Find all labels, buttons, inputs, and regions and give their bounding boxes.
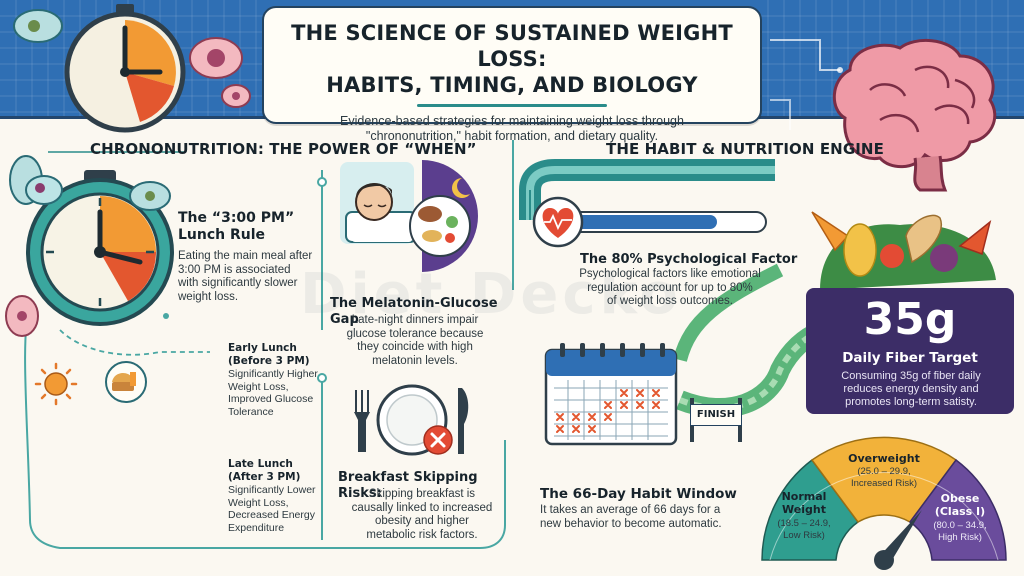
- breakfast-body: Skipping breakfast is causally linked to…: [351, 488, 493, 541]
- knife-icon: [458, 388, 469, 454]
- lunch-rule-title-line-2: Lunch Rule: [178, 227, 266, 243]
- sleeping-person-icon: [340, 162, 417, 244]
- chrononutrition-heading: CHRONONUTRITION: THE POWER OF “WHEN”: [90, 140, 477, 158]
- subtitle-line-1: Evidence-based strategies for maintainin…: [340, 114, 684, 128]
- gauge-icon: [761, 436, 1007, 570]
- calendar-icon: [544, 343, 678, 446]
- finish-sign: FINISH: [690, 404, 742, 426]
- cell-icon: [13, 9, 251, 108]
- late-lunch-title: Late Lunch (After 3 PM): [228, 458, 301, 483]
- heart-pulse-icon: [532, 196, 584, 248]
- progress-bar-fill: [563, 215, 717, 229]
- gauge-normal-range: (18.5 – 24.9, Low Risk): [777, 518, 831, 541]
- psych-factor-body: Psychological factors like emotional reg…: [579, 268, 761, 307]
- gauge-overweight-range: (25.0 – 29.9, Increased Risk): [851, 466, 917, 489]
- fiber-card: [806, 288, 1014, 414]
- gauge-overweight-label: Overweight: [848, 452, 920, 465]
- lunch-icon: [105, 361, 147, 403]
- habit-window-body: It takes an average of 66 days for a new…: [540, 504, 722, 530]
- title-card: THE SCIENCE OF SUSTAINED WEIGHT LOSS: HA…: [262, 6, 762, 143]
- header-clock-icon: [64, 4, 186, 133]
- gauge-normal-label: Normal Weight: [781, 490, 827, 516]
- habit-engine-heading: THE HABIT & NUTRITION ENGINE: [606, 140, 884, 158]
- clock-icon: [26, 170, 174, 326]
- early-lunch-title: Early Lunch (Before 3 PM): [228, 342, 310, 367]
- habit-window-title: The 66-Day Habit Window: [540, 486, 737, 502]
- fork-icon: [354, 390, 370, 452]
- lunch-rule-title-line-1: The “3:00 PM”: [178, 210, 295, 226]
- brain-icon: [832, 38, 997, 192]
- watermark: Diet Decko: [300, 262, 682, 327]
- title-underline: [417, 104, 607, 107]
- melatonin-title: The Melatonin-Glucose Gap: [330, 296, 498, 327]
- fiber-title: Daily Fiber Target: [842, 350, 978, 366]
- lunch-rule-body: Eating the main meal after 3:00 PM is as…: [178, 250, 313, 303]
- early-lunch-body: Significantly Higher Weight Loss, Improv…: [228, 368, 318, 418]
- breakfast-title: Breakfast Skipping Risks:: [338, 470, 478, 501]
- lunch-rule-title: The “3:00 PM” Lunch Rule: [178, 210, 294, 244]
- no-icon: [423, 425, 453, 455]
- fiber-value: 35g: [863, 294, 957, 345]
- late-lunch-body: Significantly Lower Weight Loss, Decreas…: [228, 484, 316, 534]
- gauge-obese-range: (80.0 – 34.9, High Risk): [933, 520, 987, 543]
- fiber-body: Consuming 35g of fiber daily reduces ene…: [841, 370, 981, 408]
- subtitle-line-2: "chrononutrition," habit formation, and …: [365, 129, 659, 143]
- page-title-line-1: THE SCIENCE OF SUSTAINED WEIGHT LOSS:: [291, 21, 733, 71]
- psych-factor-title: The 80% Psychological Factor: [580, 252, 798, 267]
- cell-icon: [5, 155, 171, 337]
- page-title-line-2: HABITS, TIMING, AND BIOLOGY: [326, 73, 698, 97]
- sun-icon: [34, 362, 78, 406]
- melatonin-body: Late-night dinners impair glucose tolera…: [346, 314, 484, 367]
- gauge-obese-label: Obese (Class I): [934, 492, 986, 518]
- food-plate-icon: [409, 195, 471, 257]
